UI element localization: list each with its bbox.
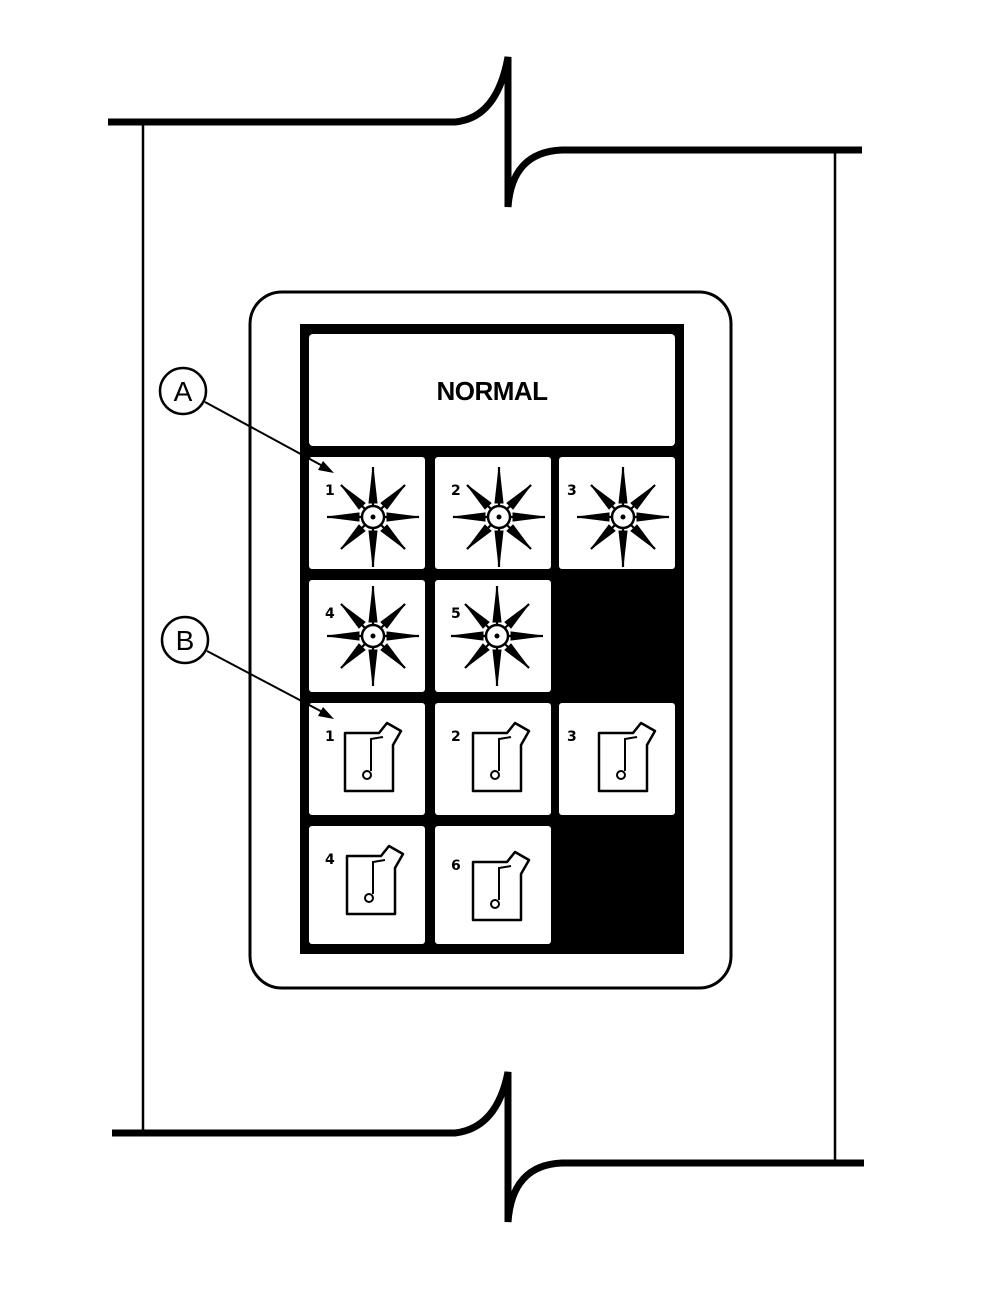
switch-indicator-2: 2	[435, 703, 551, 815]
light-indicator-number: 3	[567, 483, 577, 499]
callout-a-label: A	[174, 376, 193, 407]
switch-indicator-1: 1	[309, 703, 425, 815]
switch-indicator-6: 6	[435, 826, 551, 944]
callout-b: B	[160, 615, 334, 719]
light-indicator-1: 1	[309, 457, 425, 569]
light-indicator-3: 3	[559, 457, 675, 569]
light-indicator-2: 2	[435, 457, 551, 569]
switch-indicator-3: 3	[559, 703, 675, 815]
callout-b-arrow-icon	[318, 707, 334, 719]
callout-a: A	[158, 366, 334, 473]
switch-indicator-number: 2	[451, 729, 461, 745]
light-indicator-4: 4	[309, 580, 425, 692]
switch-indicator-number: 6	[451, 858, 461, 874]
light-indicator-number: 5	[451, 606, 461, 622]
bottom-break-line	[112, 1071, 864, 1223]
switch-indicator-number: 1	[325, 729, 335, 745]
light-indicator-number: 4	[325, 606, 335, 622]
top-break-line	[108, 56, 862, 208]
light-indicator-5: 5	[435, 580, 551, 692]
mounting-bracket	[108, 56, 864, 1223]
light-indicator-number: 2	[451, 483, 461, 499]
callout-b-label: B	[176, 625, 195, 656]
light-indicator-number: 1	[325, 483, 335, 499]
switch-indicator-number: 4	[325, 852, 335, 868]
normal-indicator: NORMAL	[309, 334, 675, 446]
callout-a-arrow-icon	[318, 461, 334, 473]
switch-indicator-number: 3	[567, 729, 577, 745]
switch-indicator-4: 4	[309, 826, 425, 944]
panel-title: NORMAL	[436, 376, 548, 406]
